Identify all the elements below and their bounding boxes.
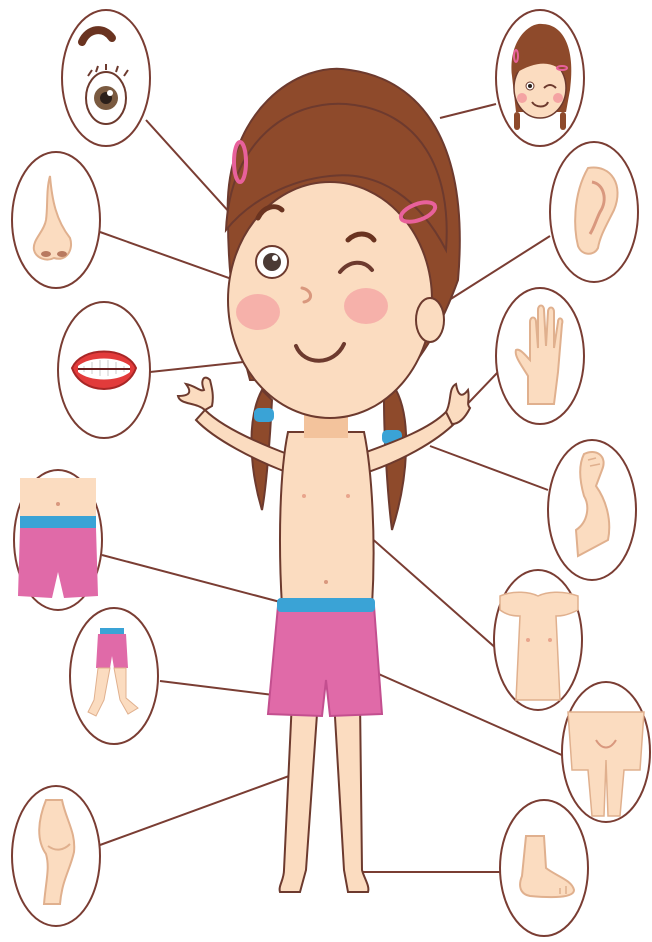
left-eye-shine [272, 255, 278, 261]
left-hand [178, 378, 213, 410]
right-nipple [346, 494, 350, 498]
left-leg [280, 700, 318, 892]
right-arm [358, 412, 456, 474]
callout-mouth [58, 302, 150, 438]
shorts [268, 606, 382, 716]
callout-foot [500, 800, 588, 936]
left-nipple [302, 494, 306, 498]
callout-nose [12, 152, 100, 288]
callout-legs [70, 608, 158, 744]
callout-waist [14, 470, 102, 610]
callout-face [496, 10, 584, 146]
callout-eye [62, 10, 150, 146]
waistband [277, 598, 375, 612]
callout-arm [548, 440, 636, 580]
leader-arm [430, 446, 548, 490]
torso [280, 432, 374, 606]
leader-knee [100, 772, 300, 845]
right-hand [446, 384, 470, 424]
callout-knee [12, 786, 100, 926]
left-cheek [236, 294, 280, 330]
left-arm [196, 410, 290, 472]
girl-figure [178, 69, 470, 892]
callout-groin [562, 682, 650, 822]
leader-waist [102, 555, 284, 603]
left-hair-tie [254, 408, 274, 422]
right-leg [334, 700, 368, 892]
leader-face [440, 104, 496, 118]
ear-right [416, 298, 444, 342]
navel [324, 580, 328, 584]
callout-chest [494, 570, 582, 710]
right-cheek [344, 288, 388, 324]
callout-hand [496, 288, 584, 424]
left-iris [263, 253, 281, 271]
callout-ear [550, 142, 638, 282]
